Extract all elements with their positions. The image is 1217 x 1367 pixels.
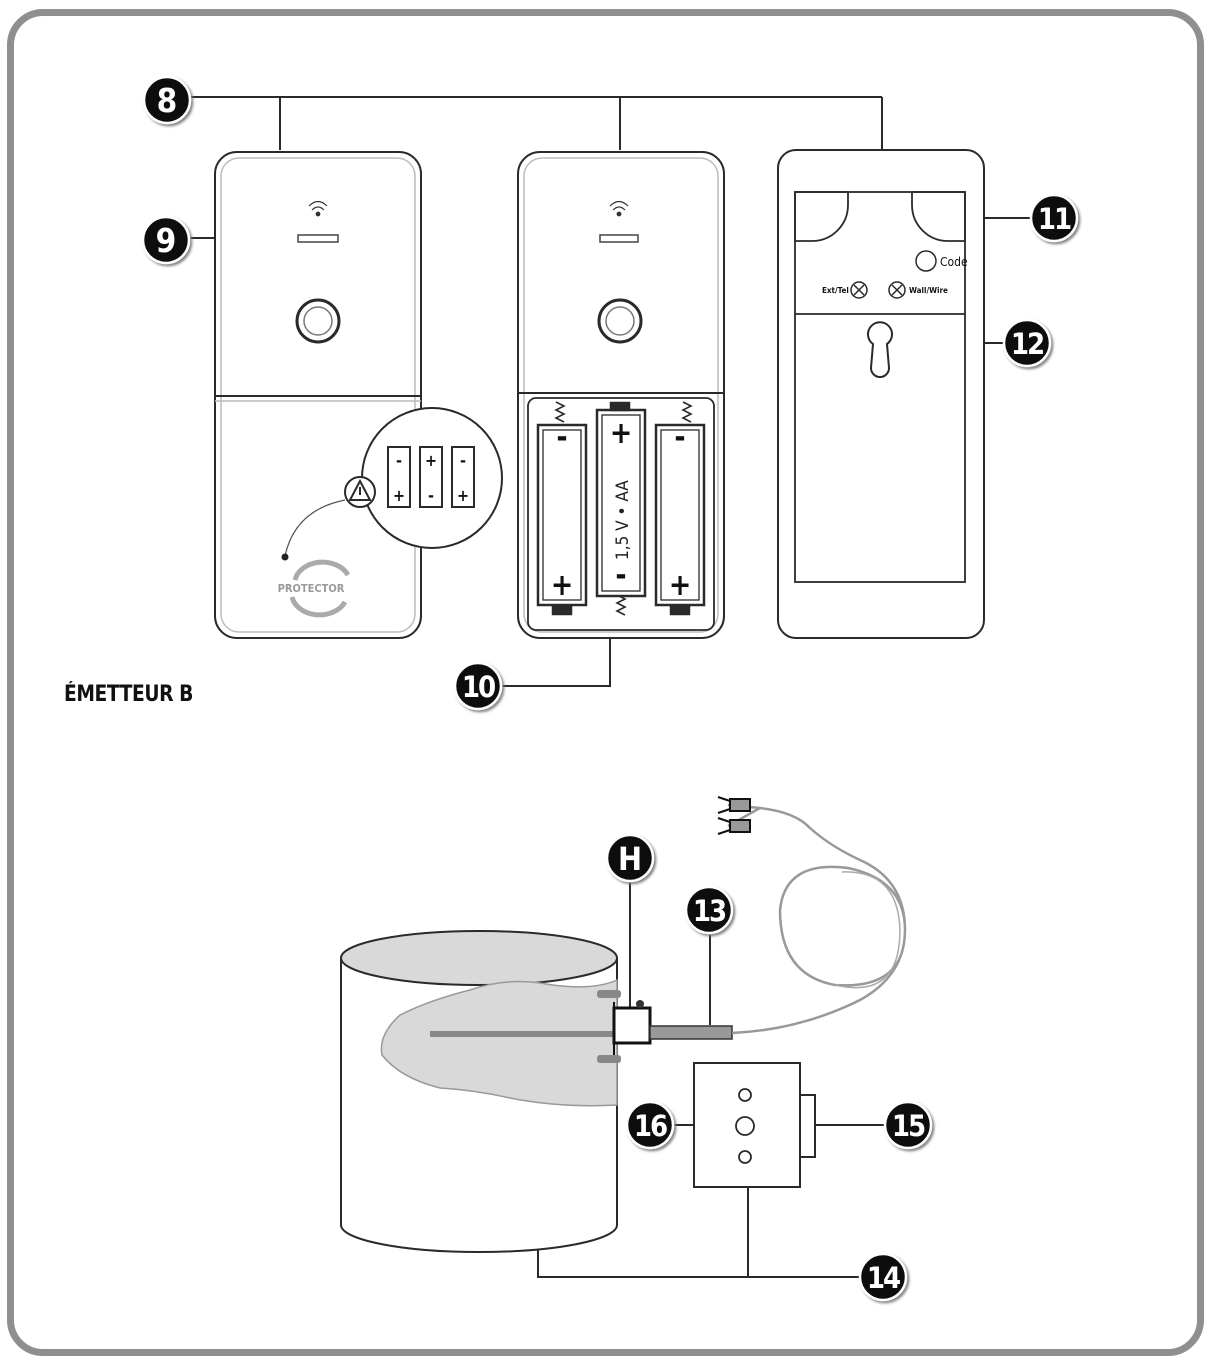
cable-terminals (717, 796, 751, 835)
probe-cable (731, 806, 907, 1035)
mounting-bracket (612, 1006, 652, 1045)
svg-text:15: 15 (892, 1109, 925, 1143)
callout-13: 13 (684, 885, 734, 935)
polarity-minus: - (674, 420, 685, 455)
warning-icon (344, 476, 376, 508)
polarity-minus: - (556, 420, 567, 455)
polarity-plus: + (425, 451, 437, 470)
polarity-plus: + (551, 568, 574, 603)
batteries (536, 401, 706, 616)
polarity-plus: + (669, 568, 692, 603)
led-indicator (297, 234, 339, 243)
switch-left-icon (850, 281, 868, 299)
signal-icon (308, 200, 328, 217)
transmitter-battery-compartment: - + + - - + 1,5 V • AA (517, 151, 725, 639)
section-title: ÉMETTEUR B (64, 682, 193, 707)
keyhole-mount (867, 321, 893, 378)
svg-text:16: 16 (634, 1109, 667, 1143)
switch-left-label: Ext/Tel (822, 286, 849, 295)
polarity-minus: - (428, 486, 434, 505)
probe (649, 1025, 733, 1040)
svg-text:13: 13 (693, 894, 726, 928)
test-button (597, 298, 643, 344)
terminal-center (735, 1116, 755, 1136)
callout-11: 11 (1029, 193, 1079, 243)
code-label: Code (940, 255, 968, 269)
test-button (295, 298, 341, 344)
svg-text:H: H (618, 840, 642, 878)
callout-12: 12 (1002, 318, 1052, 368)
svg-text:14: 14 (867, 1261, 900, 1295)
tank-probe-installation (340, 796, 907, 1253)
led-indicator (599, 234, 639, 243)
svg-text:11: 11 (1038, 202, 1071, 236)
outer-frame (7, 9, 1204, 1356)
svg-text:8: 8 (157, 81, 178, 120)
transmitter-front: - + + - - + PROTECTOR (214, 151, 503, 639)
svg-text:12: 12 (1011, 327, 1043, 361)
signal-icon (609, 200, 629, 217)
polarity-minus: - (396, 451, 402, 470)
polarity-plus: + (457, 486, 469, 505)
battery-label: 1,5 V • AA (613, 480, 633, 560)
transmitter-back: Code Ext/Tel Wall/Wire (777, 149, 985, 639)
switch-right-label: Wall/Wire (909, 286, 948, 295)
polarity-minus: - (460, 451, 466, 470)
mini-batteries (387, 446, 475, 508)
callout-10: 10 (453, 661, 503, 711)
callout-9: 9 (141, 215, 191, 265)
water-level (380, 978, 618, 1107)
svg-text:9: 9 (156, 221, 177, 260)
callout-14: 14 (858, 1252, 908, 1302)
polarity-minus: - (615, 558, 626, 593)
polarity-plus: + (610, 416, 633, 451)
battery-springs (554, 401, 693, 616)
code-button (915, 250, 937, 272)
svg-text:PROTECTOR: PROTECTOR (278, 582, 345, 595)
svg-text:10: 10 (462, 670, 495, 704)
callout-15: 15 (883, 1100, 933, 1150)
callout-8: 8 (142, 75, 192, 125)
terminal-top (738, 1088, 752, 1102)
callout-16: 16 (625, 1100, 675, 1150)
protector-logo: PROTECTOR (278, 559, 351, 618)
polarity-plus: + (393, 486, 405, 505)
switch-right-icon (888, 281, 906, 299)
leader-lines (188, 96, 1030, 1278)
terminal-bottom (738, 1150, 752, 1164)
callout-H: H (605, 833, 655, 883)
